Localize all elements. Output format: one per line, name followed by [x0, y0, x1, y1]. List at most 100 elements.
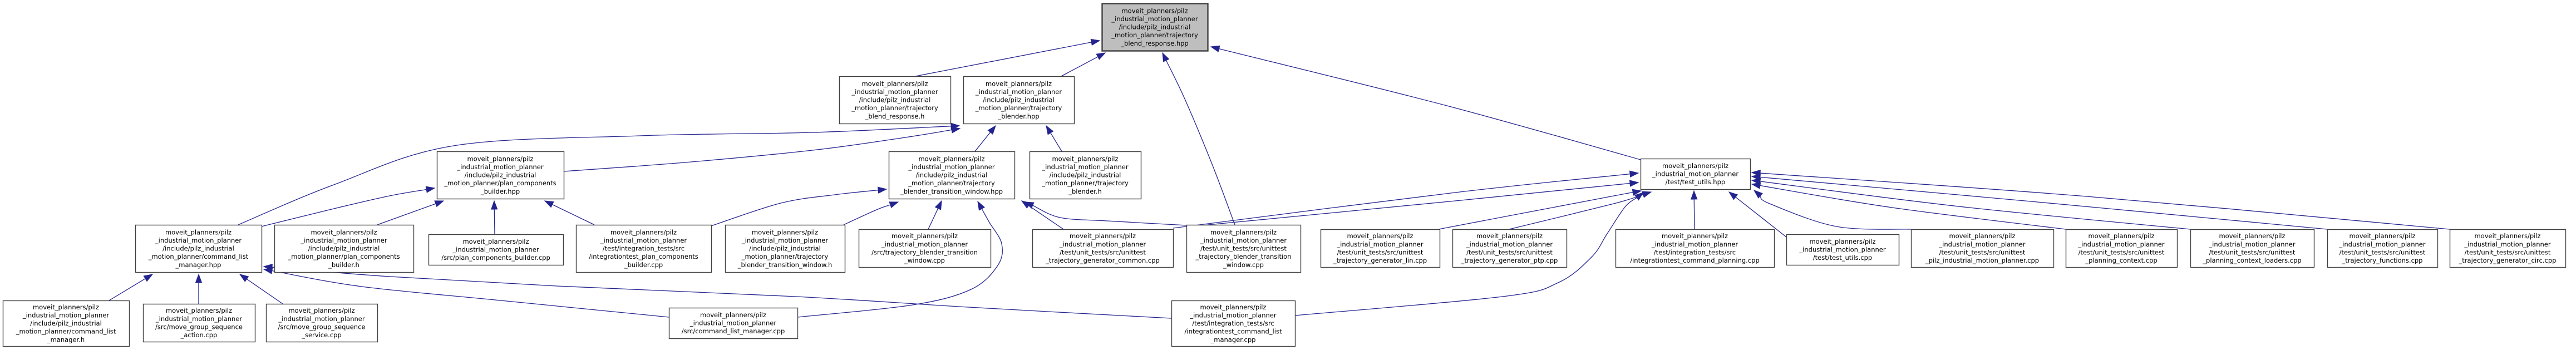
- arrowhead: [1751, 182, 1761, 189]
- node-label: moveit_planners/pilz_industrial_motion_p…: [1045, 232, 1160, 264]
- node-unittest-trajectory-generator-common-cpp[interactable]: moveit_planners/pilz_industrial_motion_p…: [1032, 229, 1174, 268]
- edge-test-utils-hpp--trajectory-blend-response-hpp: [1210, 45, 1641, 160]
- arrowhead: [1210, 45, 1220, 52]
- node-integrationtest-command-list-manager-cpp[interactable]: moveit_planners/pilz_industrial_motion_p…: [1171, 300, 1296, 347]
- node-unittest-trajectory-functions-cpp[interactable]: moveit_planners/pilz_industrial_motion_p…: [2327, 229, 2439, 268]
- arrowhead: [195, 273, 203, 283]
- node-unittest-trajectory-generator-ptp-cpp[interactable]: moveit_planners/pilz_industrial_motion_p…: [1452, 229, 1568, 268]
- edge-trajectory-blend-response-h--trajectory-blend-response-hpp: [915, 38, 1101, 77]
- edge-unittest-pilz-industrial-motion-planner-cpp--test-utils-hpp: [1753, 190, 1912, 230]
- node-trajectory-blender-transition-window-hpp[interactable]: moveit_planners/pilz_industrial_motion_p…: [888, 151, 1016, 200]
- arrowhead: [1728, 191, 1738, 200]
- node-label: moveit_planners/pilz_industrial_motion_p…: [1041, 155, 1129, 195]
- node-label: moveit_planners/pilz_industrial_motion_p…: [287, 228, 400, 268]
- edge-src-plan-components-builder-cpp--plan-components-builder-hpp: [491, 200, 498, 235]
- edge-plan-components-builder-h--plan-components-builder-hpp: [377, 200, 445, 225]
- node-label: moveit_planners/pilz_industrial_motion_p…: [16, 303, 116, 343]
- arrowhead: [434, 200, 445, 208]
- edge-src-command-list-manager-cpp--trajectory-blender-transition-window-hpp: [797, 200, 1003, 318]
- arrowhead: [877, 186, 888, 194]
- node-label: moveit_planners/pilz_industrial_motion_p…: [851, 80, 938, 120]
- arrowhead: [1162, 52, 1170, 62]
- node-unittest-trajectory-generator-circ-cpp[interactable]: moveit_planners/pilz_industrial_motion_p…: [2449, 229, 2567, 268]
- edge-src-move-group-sequence-service-cpp--command-list-manager-hpp: [239, 274, 283, 304]
- edge-unittest-trajectory-generator-common-cpp--test-utils-hpp: [1173, 170, 1639, 229]
- arrowhead: [1090, 38, 1101, 46]
- arrowhead: [977, 200, 985, 211]
- arrowhead: [1642, 191, 1652, 198]
- edge-command-list-manager-h--command-list-manager-hpp: [109, 274, 154, 301]
- node-label: moveit_planners/pilz_industrial_motion_p…: [1195, 228, 1292, 268]
- arrowhead: [1634, 192, 1644, 201]
- arrowhead: [1690, 190, 1698, 200]
- arrowhead: [1751, 178, 1761, 185]
- arrowhead: [1632, 189, 1642, 196]
- node-plan-components-builder-hpp[interactable]: moveit_planners/pilz_industrial_motion_p…: [436, 151, 565, 200]
- node-unittest-planning-context-loaders-cpp[interactable]: moveit_planners/pilz_industrial_motion_p…: [2190, 229, 2315, 268]
- edge-command-list-manager-hpp--trajectory-blender-hpp: [238, 122, 961, 225]
- node-test-utils-cpp[interactable]: moveit_planners/pilz_industrial_motion_p…: [1786, 234, 1900, 266]
- edge-trajectory-blender-h--trajectory-blender-hpp: [1046, 125, 1062, 152]
- edge-test-utils-cpp--test-utils-hpp: [1728, 191, 1787, 238]
- node-label: moveit_planners/pilz_industrial_motion_p…: [1799, 238, 1885, 262]
- arrowhead: [889, 201, 899, 209]
- node-test-utils-hpp[interactable]: moveit_planners/pilz_industrial_motion_p…: [1640, 158, 1751, 190]
- node-label: moveit_planners/pilz_industrial_motion_p…: [2459, 232, 2557, 264]
- edge-trajectory-blender-transition-window-hpp--trajectory-blender-hpp: [974, 125, 996, 152]
- edge-unittest-planning-context-cpp--test-utils-hpp: [1751, 182, 2066, 230]
- node-unittest-trajectory-blender-transition-window-cpp[interactable]: moveit_planners/pilz_industrial_motion_p…: [1186, 224, 1302, 273]
- edge-unittest-planning-context-loaders-cpp--test-utils-hpp: [1751, 178, 2191, 230]
- arrowhead: [239, 274, 249, 282]
- node-label: moveit_planners/pilz_industrial_motion_p…: [589, 228, 698, 268]
- node-label: moveit_planners/pilz_industrial_motion_p…: [155, 307, 243, 339]
- arrowhead: [425, 186, 436, 193]
- node-label: moveit_planners/pilz_industrial_motion_p…: [871, 232, 978, 264]
- arrowhead: [544, 200, 554, 208]
- node-plan-components-builder-h[interactable]: moveit_planners/pilz_industrial_motion_p…: [274, 224, 415, 273]
- edge-integrationtest-command-list-manager-cpp--test-utils-hpp: [1294, 192, 1644, 316]
- edge-integrationtest-plan-components-builder-cpp--plan-components-builder-hpp: [544, 200, 595, 225]
- node-label: moveit_planners/pilz_industrial_motion_p…: [682, 311, 785, 335]
- edge-unittest-trajectory-blender-transition-window-cpp--trajectory-blender-transition-window-hpp: [1024, 201, 1188, 226]
- node-src-move-group-sequence-action-cpp[interactable]: moveit_planners/pilz_industrial_motion_p…: [142, 303, 256, 343]
- arrowhead: [1046, 125, 1054, 135]
- edge-unittest-trajectory-blender-transition-window-cpp--test-utils-hpp: [1196, 180, 1639, 226]
- node-label: moveit_planners/pilz_industrial_motion_p…: [900, 155, 1003, 195]
- node-src-plan-components-builder-cpp[interactable]: moveit_planners/pilz_industrial_motion_p…: [428, 234, 564, 266]
- arrowhead: [950, 126, 961, 134]
- arrowhead: [987, 125, 996, 135]
- node-integrationtest-plan-components-builder-cpp[interactable]: moveit_planners/pilz_industrial_motion_p…: [575, 224, 712, 273]
- node-trajectory-blender-transition-window-h[interactable]: moveit_planners/pilz_industrial_motion_p…: [725, 224, 846, 273]
- edge-plan-components-builder-hpp--trajectory-blender-hpp: [563, 126, 961, 172]
- node-trajectory-blender-h[interactable]: moveit_planners/pilz_industrial_motion_p…: [1029, 151, 1142, 200]
- arrowhead: [491, 200, 498, 210]
- node-trajectory-blend-response-h[interactable]: moveit_planners/pilz_industrial_motion_p…: [839, 76, 952, 125]
- node-src-move-group-sequence-service-cpp[interactable]: moveit_planners/pilz_industrial_motion_p…: [265, 303, 378, 343]
- arrowhead: [1751, 169, 1761, 177]
- node-command-list-manager-hpp[interactable]: moveit_planners/pilz_industrial_motion_p…: [135, 224, 263, 273]
- node-label: moveit_planners/pilz_industrial_motion_p…: [1111, 7, 1198, 47]
- node-label: moveit_planners/pilz_industrial_motion_p…: [441, 238, 550, 262]
- node-src-command-list-manager-cpp[interactable]: moveit_planners/pilz_industrial_motion_p…: [668, 307, 799, 339]
- node-label: moveit_planners/pilz_industrial_motion_p…: [737, 228, 833, 268]
- node-src-trajectory-blender-transition-window-cpp[interactable]: moveit_planners/pilz_industrial_motion_p…: [858, 229, 992, 268]
- edge-trajectory-blender-transition-window-h--trajectory-blender-transition-window-hpp: [843, 201, 899, 225]
- node-label: moveit_planners/pilz_industrial_motion_p…: [2338, 232, 2426, 264]
- node-unittest-pilz-industrial-motion-planner-cpp[interactable]: moveit_planners/pilz_industrial_motion_p…: [1910, 229, 2055, 268]
- node-command-list-manager-h[interactable]: moveit_planners/pilz_industrial_motion_p…: [2, 300, 130, 347]
- node-unittest-trajectory-generator-lin-cpp[interactable]: moveit_planners/pilz_industrial_motion_p…: [1320, 229, 1441, 268]
- node-integrationtest-command-planning-cpp[interactable]: moveit_planners/pilz_industrial_motion_p…: [1615, 229, 1775, 268]
- node-trajectory-blend-response-hpp[interactable]: moveit_planners/pilz_industrial_motion_p…: [1101, 3, 1209, 52]
- node-trajectory-blender-hpp[interactable]: moveit_planners/pilz_industrial_motion_p…: [963, 76, 1075, 125]
- edge-src-move-group-sequence-action-cpp--command-list-manager-hpp: [195, 273, 203, 304]
- arrowhead: [1096, 52, 1106, 60]
- edge-unittest-trajectory-generator-ptp-cpp--test-utils-hpp: [1509, 191, 1652, 230]
- node-label: moveit_planners/pilz_industrial_motion_p…: [2202, 232, 2301, 264]
- arrowhead: [1024, 201, 1035, 209]
- edge-integrationtest-command-list-manager-cpp--command-list-manager-hpp: [263, 264, 1172, 319]
- node-unittest-planning-context-cpp[interactable]: moveit_planners/pilz_industrial_motion_p…: [2065, 229, 2178, 268]
- arrowhead: [143, 274, 154, 282]
- edge-integrationtest-command-planning-cpp--test-utils-hpp: [1690, 190, 1698, 230]
- edge-unittest-trajectory-generator-circ-cpp--test-utils-hpp: [1751, 169, 2450, 230]
